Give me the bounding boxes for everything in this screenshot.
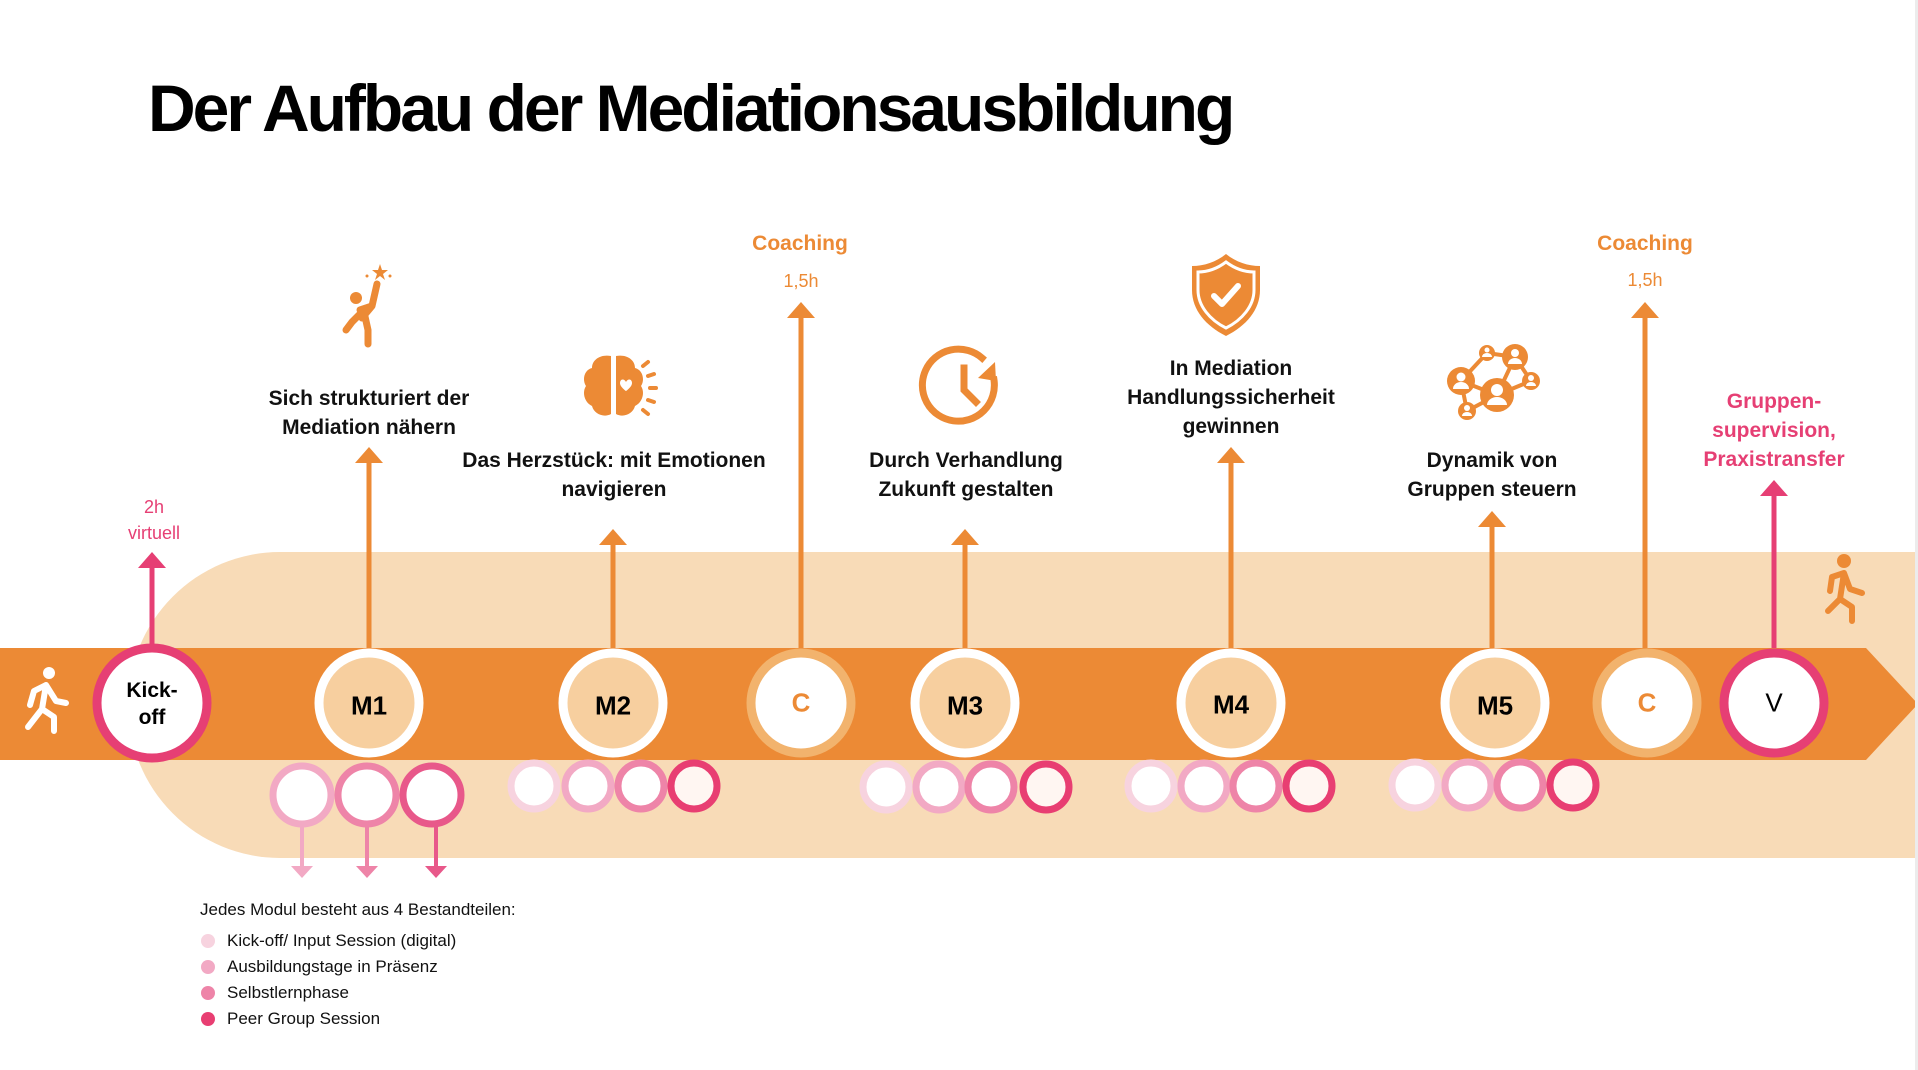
node-v-label: V: [1765, 687, 1783, 718]
legend-label: Selbstlernphase: [227, 983, 349, 1002]
arrow-kickoff: [138, 552, 166, 648]
node-m2-label: M2: [594, 690, 632, 721]
node-m2: [558, 648, 668, 758]
coaching-2-title: Coaching: [1597, 232, 1693, 255]
component-praesenz: [334, 762, 400, 828]
component-kickoff: [269, 762, 335, 828]
kickoff-duration: 2h: [143, 497, 165, 517]
coaching-1-duration: 1,5h: [783, 271, 819, 291]
legend-dot: [201, 1012, 215, 1026]
legend-label: Peer Group Session: [227, 1009, 381, 1028]
m2-components: [507, 759, 721, 813]
walking-person-icon-left: [25, 667, 69, 734]
coaching-2-duration: 1,5h: [1627, 270, 1663, 290]
node-c1-label: C: [791, 687, 811, 718]
m4-components: [1124, 759, 1336, 813]
upward-arrows: [138, 302, 1788, 648]
reaching-star-person-icon: [342, 264, 392, 348]
node-kickoff-label: Kick- off: [126, 679, 178, 729]
clock-refresh-icon: [918, 345, 998, 425]
arrow-m3: [951, 529, 979, 648]
node-c2-label: C: [1637, 687, 1657, 718]
people-network-icon: [1447, 344, 1540, 420]
legend-item: Kick-off/ Input Session (digital): [200, 928, 516, 954]
v-description: Gruppen- supervision, Praxistransfer: [1703, 390, 1845, 471]
legend-label: Ausbildungstage in Präsenz: [227, 957, 438, 976]
node-m4-label: M4: [1212, 689, 1250, 720]
shield-check-icon: [1192, 254, 1260, 336]
m5-description: Dynamik von Gruppen steuern: [1407, 449, 1577, 501]
m4-description: In Mediation Handlungssicherheit gewinne…: [1127, 357, 1335, 438]
legend-dot: [201, 934, 215, 948]
node-kickoff: [92, 643, 212, 763]
arrow-m4: [1217, 447, 1245, 648]
m1-description: Sich strukturiert der Mediation nähern: [268, 387, 470, 439]
m1-components: [269, 762, 465, 878]
arrow-c2: [1631, 302, 1659, 648]
node-c1: [746, 648, 856, 758]
arrow-v: [1760, 480, 1788, 648]
arrow-m5: [1478, 511, 1506, 648]
arrow-c1: [787, 302, 815, 648]
brain-heart-icon: [584, 355, 658, 416]
legend-dot: [201, 986, 215, 1000]
page-title: Der Aufbau der Mediationsausbildung: [148, 71, 1235, 145]
coaching-1-title: Coaching: [752, 232, 848, 255]
node-m4: [1176, 648, 1286, 758]
node-v: [1719, 648, 1829, 758]
node-m1: [314, 648, 424, 758]
node-m3-label: M3: [946, 690, 984, 721]
legend: Jedes Modul besteht aus 4 Bestandteilen:…: [200, 900, 516, 1032]
node-m3: [910, 648, 1020, 758]
kickoff-mode: virtuell: [127, 523, 181, 543]
legend-heading: Jedes Modul besteht aus 4 Bestandteilen:: [200, 900, 516, 919]
legend-item: Peer Group Session: [200, 1006, 516, 1032]
node-c2: [1592, 648, 1702, 758]
legend-label: Kick-off/ Input Session (digital): [227, 931, 457, 950]
m3-description: Durch Verhandlung Zukunft gestalten: [869, 449, 1063, 501]
m3-components: [859, 760, 1073, 814]
node-m5: [1440, 648, 1550, 758]
node-m1-label: M1: [350, 690, 388, 721]
legend-item: Ausbildungstage in Präsenz: [200, 954, 516, 980]
legend-dot: [201, 960, 215, 974]
node-m5-label: M5: [1476, 690, 1514, 721]
arrow-m2: [599, 529, 627, 648]
component-selbstlern: [399, 762, 465, 828]
m5-components: [1388, 758, 1600, 812]
legend-item: Selbstlernphase: [200, 980, 516, 1006]
m2-description: Das Herzstück: mit Emotionen navigieren: [462, 449, 766, 501]
slide-right-border: [1915, 0, 1918, 1070]
arrow-m1: [355, 447, 383, 648]
walking-person-icon-right: [1825, 554, 1865, 624]
